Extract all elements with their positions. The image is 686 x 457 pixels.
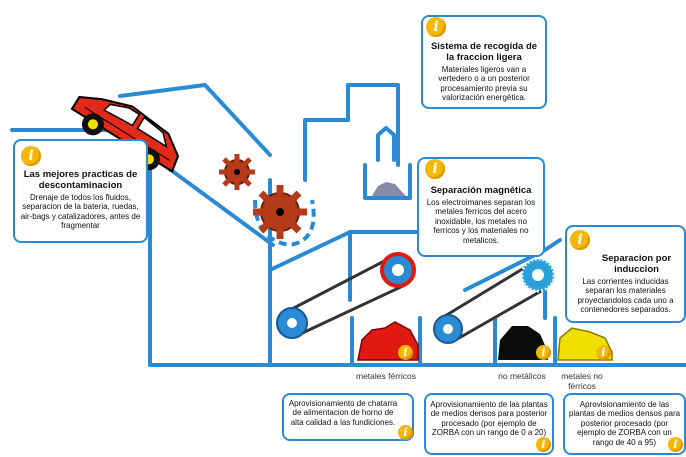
induction-conveyor (433, 257, 556, 344)
info-icon[interactable]: i (596, 345, 611, 360)
car-icon (70, 95, 180, 173)
bin-label-no-ferricos: metales no férricos (561, 371, 603, 391)
light-fraction-pile (372, 182, 406, 196)
cyclone (376, 126, 396, 162)
info-icon[interactable]: i (570, 230, 590, 250)
bin-label-no-metalicos: no metálicos (498, 371, 546, 381)
non-ferrous-destination-body: Aprovisionamiento de las plantas de medi… (568, 400, 681, 447)
info-icon[interactable]: i (426, 17, 446, 37)
non-metallic-scrap-pile (498, 326, 548, 360)
tower (303, 83, 400, 182)
shredder-gear-small-icon (219, 154, 255, 190)
info-icon[interactable]: i (21, 146, 41, 166)
induction-hood (463, 238, 562, 292)
info-icon[interactable]: i (398, 345, 413, 360)
non-metallic-destination-body: Aprovisionamiento de las plantas de medi… (430, 400, 548, 438)
ferrous-destination-info-box: Aprovisionamiento de chatarra de aliment… (282, 393, 414, 441)
plant-ducts (10, 83, 686, 367)
light-fraction-body: Materiales ligeros van a vertedero o a u… (438, 65, 530, 103)
induction-separation-body: Las corrientes inducidas separan los mat… (577, 277, 674, 315)
info-icon[interactable]: i (668, 437, 683, 452)
induction-separation-title: Separacion por induccion (601, 253, 672, 275)
magnetic-separation-title: Separación magnética (430, 185, 532, 196)
bin-label-ferricos: metales férricos (356, 371, 416, 381)
frame-bottom-left (148, 168, 422, 367)
decontamination-info-box: Las mejores practicas de descontaminacio… (13, 139, 148, 243)
non-metallic-destination-info-box: Aprovisionamiento de las plantas de medi… (424, 393, 554, 455)
ferrous-destination-body: Aprovisionamiento de chatarra de aliment… (288, 399, 398, 427)
hood-left (118, 83, 272, 157)
info-icon[interactable]: i (536, 345, 551, 360)
info-icon[interactable]: i (425, 159, 445, 179)
light-fraction-title: Sistema de recogida de la fraccion liger… (430, 41, 538, 63)
info-icon[interactable]: i (536, 437, 551, 452)
info-icon[interactable]: i (398, 425, 413, 440)
magnetic-separation-body: Los electroimanes separan los metales fe… (426, 198, 536, 245)
magnetic-conveyor (276, 252, 416, 339)
decontamination-title: Las mejores practicas de descontaminacio… (23, 169, 138, 191)
decontamination-body: Drenaje de todos los fluidos, separacion… (20, 193, 141, 231)
non-ferrous-destination-info-box: Aprovisionamiento de las plantas de medi… (563, 393, 686, 455)
shredder-ring (253, 199, 316, 248)
shredder-gear-large-icon (253, 185, 307, 239)
light-fraction-outlet (363, 163, 412, 200)
